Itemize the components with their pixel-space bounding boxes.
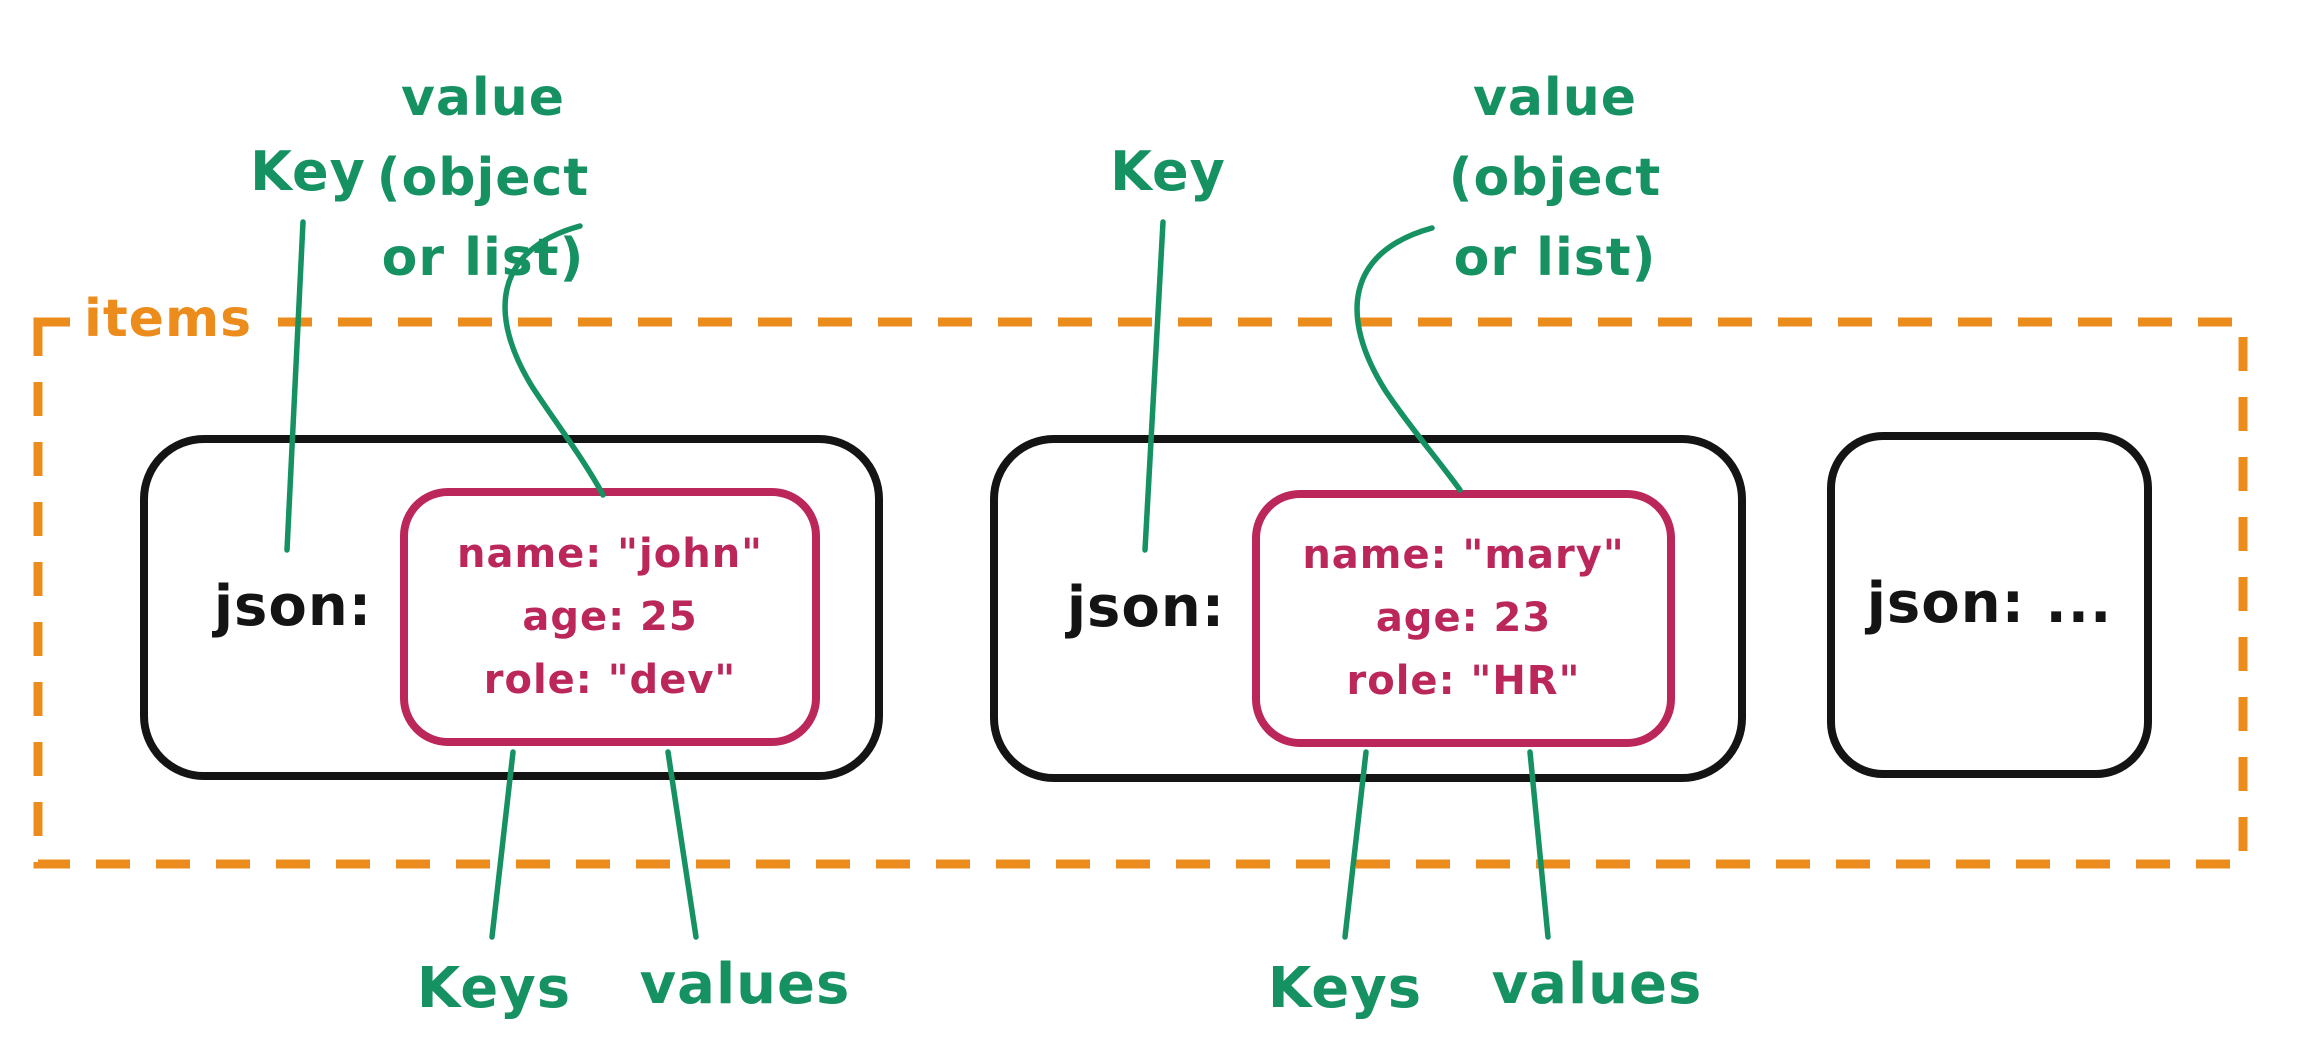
key-label-2: Key (1110, 140, 1226, 203)
object-lines-1: name: "john" age: 25 role: "dev" (456, 530, 764, 703)
json-key-label-2: json: (1066, 574, 1226, 640)
object-lines-2: name: "mary" age: 23 role: "HR" (1302, 532, 1625, 704)
values-label-1: values (639, 952, 851, 1017)
keys-label-2: Keys (1267, 956, 1423, 1021)
keys-label-1: Keys (416, 956, 572, 1021)
json-key-label-1: json: (213, 573, 373, 639)
json-card-3: json: ... (1827, 432, 2152, 778)
items-label: items (70, 290, 267, 348)
json-card-1: json: name: "john" age: 25 role: "dev" (140, 435, 883, 780)
value-label-1: value (object or list) (376, 68, 590, 288)
json-card-2: json: name: "mary" age: 23 role: "HR" (990, 435, 1746, 782)
values-label-2: values (1491, 952, 1703, 1017)
value-label-2: value (object or list) (1448, 68, 1662, 288)
json-key-label-3: json: ... (1866, 571, 2113, 637)
object-box-2: name: "mary" age: 23 role: "HR" (1252, 490, 1675, 747)
object-box-1: name: "john" age: 25 role: "dev" (400, 488, 820, 746)
key-label-1: Key (250, 140, 366, 203)
